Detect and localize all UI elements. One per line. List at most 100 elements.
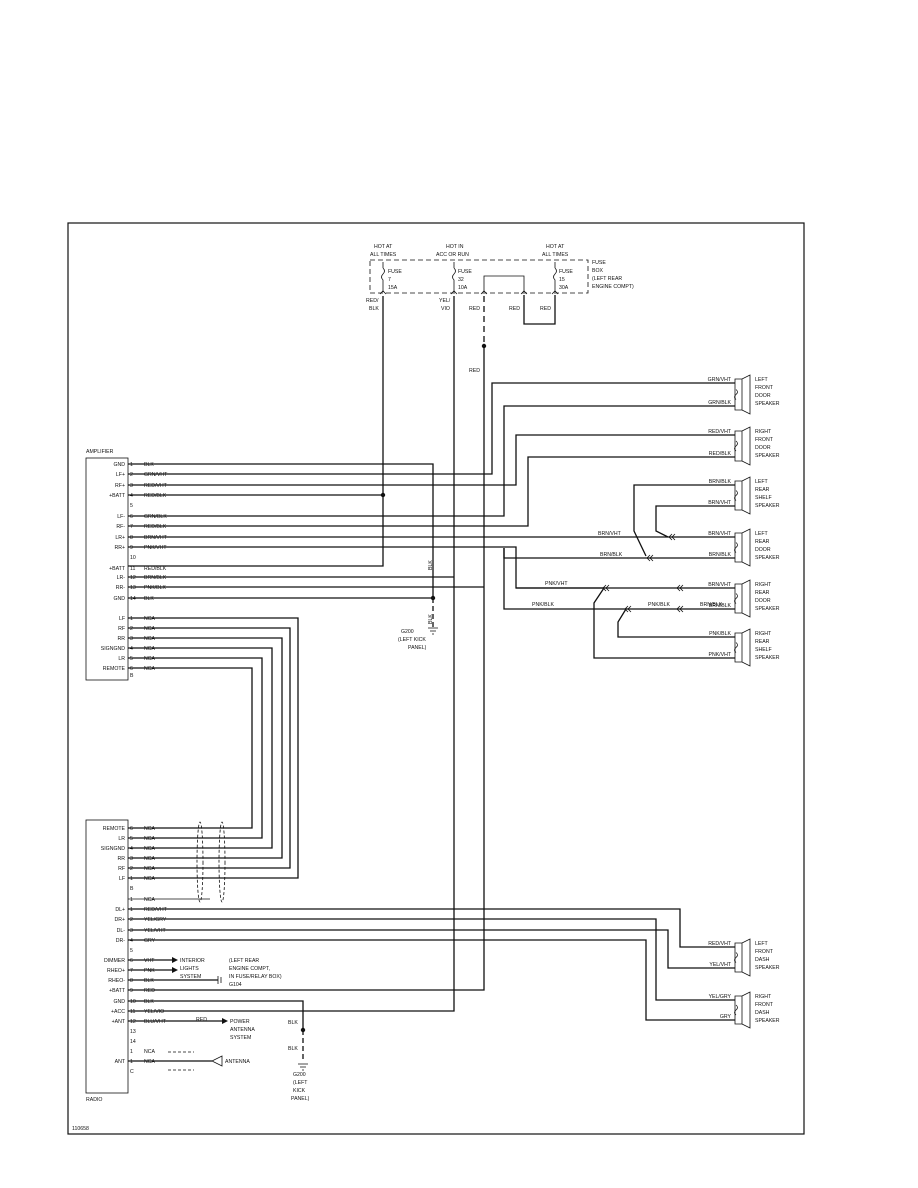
speaker-name-line: REAR [755,487,770,493]
amp-a-pin-number: 12 [130,575,136,581]
wire-radio-gnd [128,1000,304,1030]
ground-g200-lower-wire-top: BLK [288,1020,298,1026]
speaker-icon [734,476,751,515]
speaker-wire-label: BRN/BLK [709,603,732,609]
radio-a-pin-number: 14 [130,1039,136,1045]
splice-label-brn-vht: BRN/VHT [598,531,622,537]
speaker-wire-label: BRN/VHT [708,500,732,506]
radio-box [85,819,129,1094]
speaker-wire-label: RED/BLK [709,451,732,457]
speaker-name-line: LEFT [755,531,769,537]
wire-amp-b-lr [128,657,263,839]
wire-label-yel-vio-1: YEL/ [439,298,451,304]
wire-amp-lf-minus [128,405,735,517]
wire-amp-b-lf [128,617,299,879]
antenna-symbol [211,1055,223,1067]
amp-b-wire-label: NCA [144,656,155,662]
speaker-name-line: RIGHT [755,429,772,435]
amp-a-pin-label: +BATT [109,566,126,572]
radio-a-pin-label: +BATT [109,988,126,994]
speaker-name-line: SHELF [755,647,772,653]
wire-radio-dl-minus [128,929,735,969]
speaker-wire-label: BRN/VHT [708,531,732,537]
fuse-box: FUSE BOX (LEFT REAR ENGINE COMPT) HOT AT… [366,244,634,325]
radio-a-pin-number: 3 [130,928,133,934]
fuse-box-label-line-4: ENGINE COMPT) [592,284,634,290]
radio-a-wire-label: VHT [144,958,155,964]
figure-id: 110658 [72,1126,89,1132]
amp-a-pin-number: 7 [130,524,133,530]
amp-a-wire-label: RED/BLK [144,493,167,499]
amp-b-pin-number: 5 [130,656,133,662]
speaker-name-line: RIGHT [755,582,772,588]
radio-a-pin-number: 6 [130,958,133,964]
splice-label-brn-blk-2: BRN/BLK [700,602,723,608]
amp-a-pin-number: 1 [130,462,133,468]
fuse-7-number: 7 [388,277,391,283]
speaker-name-line: SPEAKER [755,965,780,971]
amp-a-wire-label: RED/BLK [144,566,167,572]
speaker-icon [734,579,751,618]
wire-label-red-2: RED [509,306,520,312]
diagram-frame [67,222,805,1135]
shield-ellipse-right [218,821,226,903]
radio-b-pin-label: REMOTE [103,826,126,832]
radio-b-pin-number: 5 [130,836,133,842]
amp-a-wire-label: GRN/VHT [144,472,168,478]
ground-g200-lower-splice [300,1027,306,1033]
wire-label-red-1: RED [469,306,480,312]
wire-left-rear-shelf [633,484,735,557]
ground-g200-lower-label-1: G200 [293,1072,306,1078]
speaker-coil-icon [734,490,738,501]
radio-a-pin-label: GND [113,999,125,1005]
amp-b-pin-label: SIGNGND [101,646,125,652]
yel-vio-feed [128,296,455,1012]
speaker-icon [734,991,751,1029]
speaker-wire-label: RED/VHT [708,941,732,947]
fuse-32-amperage: 10A [458,285,468,291]
fuse-15-hot-line-1: HOT AT [546,244,565,250]
fuse-7-hot-line-2: ALL TIMES [370,252,397,258]
wire-brn-blk-run [503,548,568,559]
amp-a-pin-label: LF+ [116,472,125,478]
amp-b-pin-label: LF [119,616,125,622]
wire-amp-lf-plus [128,382,735,475]
fuse-7-name: FUSE [388,269,402,275]
wire-amp-b-rf [128,627,291,869]
amp-a-pin-number: 4 [130,493,133,499]
red-trunk-label: RED [469,368,480,374]
wire-pnk-blk-run [503,548,735,638]
wire-amp-rf-minus [128,456,735,527]
power-antenna-line-2: ANTENNA [230,1027,255,1033]
fuse-15-loop-wire [523,295,556,325]
interior-lights-line-2: LIGHTS [180,966,199,972]
radio-c-pin-label: ANT [115,1059,126,1065]
radio-a-wire-label: RED [144,988,155,994]
speaker-name-line: RIGHT [755,994,772,1000]
ground-g200-upper-wire-label: BLK [428,560,434,570]
radio-b-wire-label: NCA [144,826,155,832]
radio-b-wire-label: NCA [144,836,155,842]
amp-a-wire-label: RED/BLK [144,524,167,530]
amp-b-wire-label: NCA [144,616,155,622]
radio-b-pin-number: 2 [130,866,133,872]
amp-a-pin-label: +BATT [109,493,126,499]
wire-radio-dl-plus [128,908,735,948]
speaker-name-line: SHELF [755,495,772,501]
antenna-label: ANTENNA [225,1059,250,1065]
amplifier-title: AMPLIFIER [86,449,114,455]
wire-amp-rf-plus [128,434,735,486]
ground-g200-lower-symbol [298,1063,308,1071]
radio-b-wire-label: NCA [144,876,155,882]
ground-g200-upper-label-2: (LEFT KICK [398,637,426,643]
speaker-wire-label: BRN/BLK [709,479,732,485]
speaker-coil-icon [734,389,738,400]
amp-a-pin-label: RR- [116,585,125,591]
speaker-coil-icon [734,542,738,553]
amp-a-wire-label: BLK [144,462,154,468]
radio-a-pin-number: 12 [130,1019,136,1025]
